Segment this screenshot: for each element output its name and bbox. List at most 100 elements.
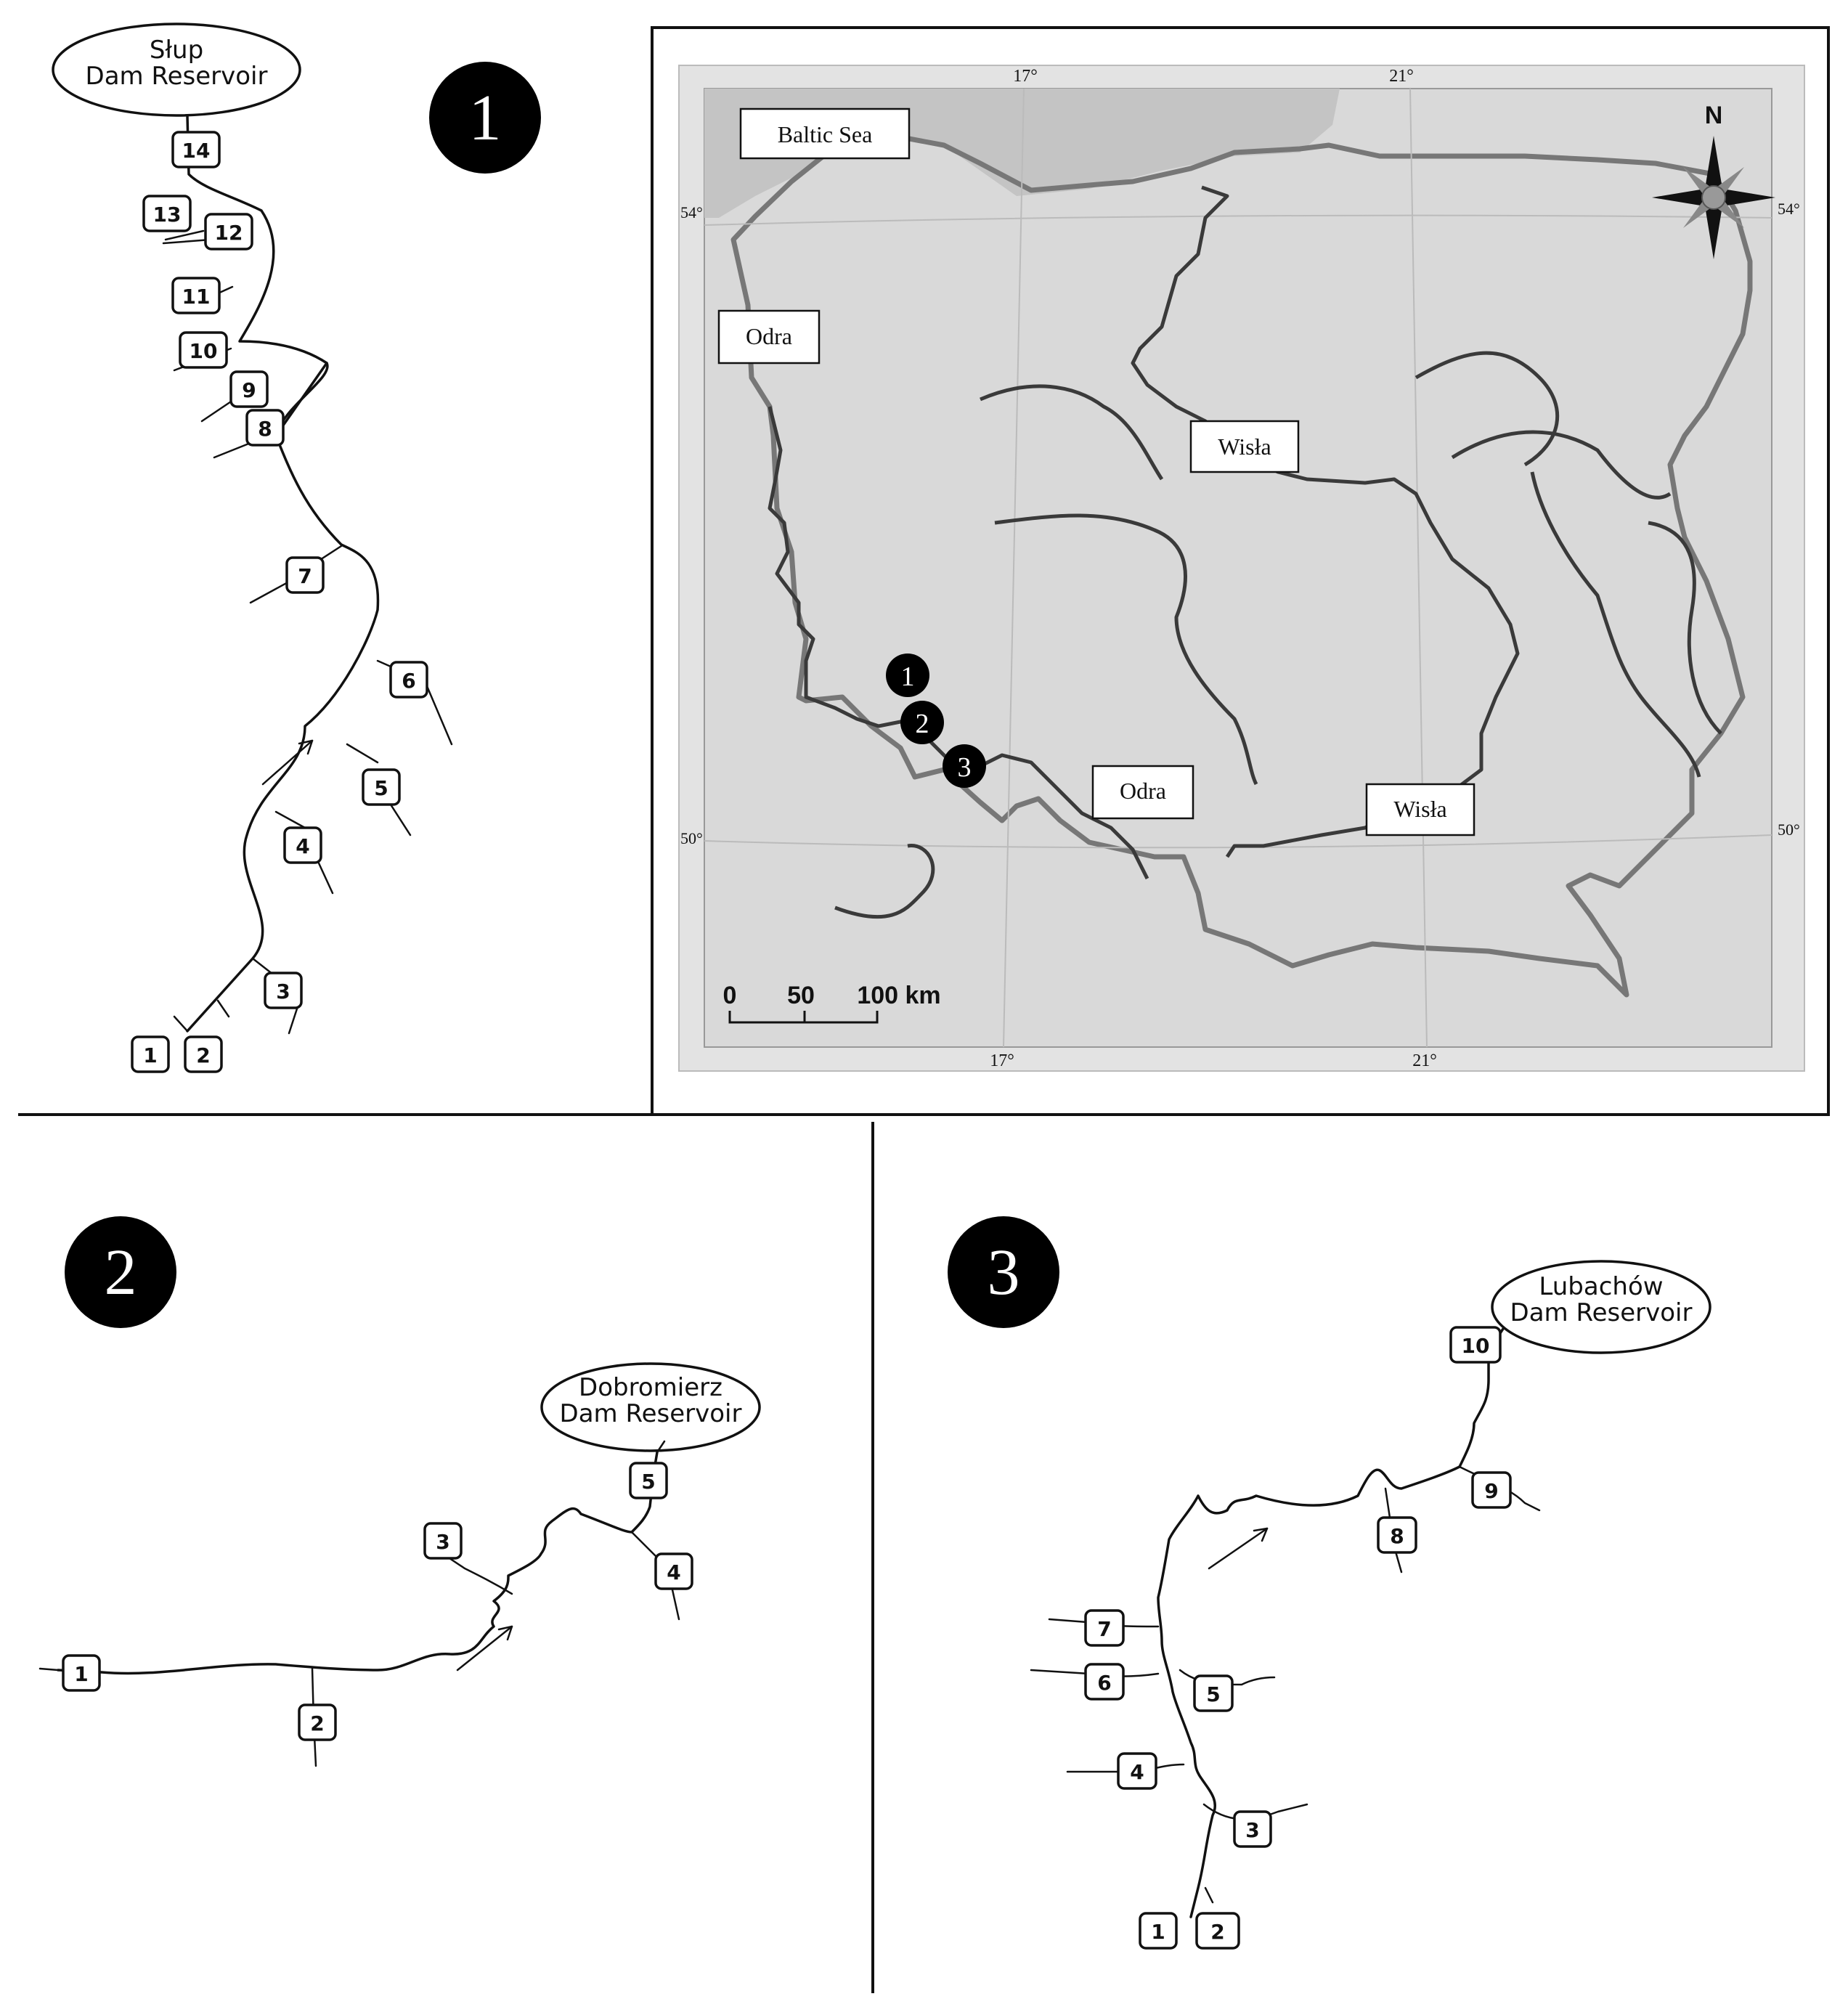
grat-bottom-17: 17°	[990, 1051, 1014, 1070]
poland-territory	[730, 131, 1753, 998]
map-marker-1: 1	[886, 654, 929, 697]
lubachow-site-2: 2	[1195, 1912, 1240, 1950]
dobromierz-site-2: 2	[298, 1703, 337, 1741]
label-odra-south: Odra	[1091, 765, 1194, 820]
label-baltic-sea: Baltic Sea	[739, 107, 911, 160]
slup-site-13: 13	[142, 195, 192, 232]
svg-text:Odra: Odra	[746, 323, 792, 349]
odra-river	[768, 406, 1149, 880]
svg-text:9: 9	[242, 378, 256, 402]
svg-text:Baltic Sea: Baltic Sea	[778, 121, 873, 147]
svg-text:3: 3	[1245, 1818, 1259, 1842]
dobromierz-reservoir-name: Dobromierz	[579, 1373, 722, 1402]
svg-text:5: 5	[374, 776, 388, 800]
svg-text:6: 6	[402, 669, 415, 693]
slup-site-10: 10	[179, 331, 228, 369]
svg-text:Odra: Odra	[1120, 778, 1166, 804]
grat-bottom-21: 21°	[1412, 1051, 1437, 1070]
svg-text:4: 4	[1130, 1760, 1144, 1784]
slup-site-5: 5	[362, 768, 401, 806]
map-marker-2: 2	[900, 701, 944, 744]
panel-1-slup-river: 1 Słup Dam Reservoir 1 2 3 4	[52, 23, 541, 1073]
scale-bar: 0 50 100 km	[723, 982, 941, 1024]
svg-text:2: 2	[196, 1043, 210, 1067]
lubachow-site-7: 7	[1084, 1609, 1125, 1647]
map-inner-frame	[704, 88, 1772, 1048]
dobromierz-site-4: 4	[654, 1552, 693, 1590]
slup-site-3: 3	[264, 972, 303, 1009]
svg-text:0: 0	[723, 982, 737, 1009]
compass-north-label: N	[1705, 102, 1723, 129]
panel-3-number: 3	[988, 1237, 1020, 1308]
lubachow-site-10: 10	[1449, 1326, 1502, 1364]
grat-right-54: 54°	[1778, 200, 1800, 218]
dobromierz-reservoir	[540, 1362, 761, 1452]
svg-text:9: 9	[1484, 1479, 1498, 1503]
panel-1-badge	[429, 62, 541, 174]
panel-2-dobromierz-river: 2 Dobromierz Dam Reservoir 1 2 3 4 5	[38, 1216, 761, 1767]
svg-text:10: 10	[190, 339, 218, 363]
svg-text:Wisła: Wisła	[1218, 433, 1271, 460]
slup-reservoir	[52, 23, 301, 117]
svg-text:7: 7	[298, 564, 312, 588]
svg-text:3: 3	[436, 1530, 449, 1554]
lubachow-reservoir-name: Lubachów	[1539, 1272, 1663, 1301]
lubachow-site-4: 4	[1117, 1752, 1157, 1790]
lubachow-site-3: 3	[1233, 1810, 1272, 1848]
svg-text:8: 8	[258, 417, 272, 441]
svg-text:1: 1	[74, 1662, 88, 1686]
grat-top-17: 17°	[1013, 67, 1038, 86]
svg-text:12: 12	[215, 221, 243, 245]
grat-left-54: 54°	[680, 203, 703, 221]
slup-reservoir-name: Słup	[150, 36, 203, 65]
slup-reservoir-type: Dam Reservoir	[86, 62, 268, 91]
lubachow-site-1: 1	[1139, 1912, 1178, 1950]
map-marker-3: 3	[943, 744, 986, 788]
lubachow-main-river	[1157, 1327, 1505, 1918]
grat-top-21: 21°	[1389, 67, 1414, 86]
lubachow-reservoir	[1491, 1260, 1711, 1354]
svg-text:6: 6	[1097, 1671, 1111, 1695]
lubachow-reservoir-type: Dam Reservoir	[1510, 1298, 1693, 1327]
panel-3-badge	[948, 1216, 1059, 1328]
compass-rose-icon	[1652, 136, 1775, 259]
svg-text:Wisła: Wisła	[1393, 796, 1446, 822]
panel-1-number: 1	[469, 82, 502, 154]
lubachow-site-9: 9	[1471, 1471, 1512, 1509]
svg-text:8: 8	[1390, 1524, 1404, 1548]
dobromierz-site-3: 3	[423, 1522, 463, 1560]
slup-site-7: 7	[285, 556, 325, 594]
svg-text:4: 4	[667, 1560, 680, 1584]
slup-site-2: 2	[184, 1035, 223, 1073]
svg-text:14: 14	[182, 139, 211, 163]
slup-site-6: 6	[389, 661, 428, 699]
svg-text:1: 1	[901, 661, 915, 692]
slup-main-river	[186, 115, 380, 1033]
svg-text:10: 10	[1462, 1334, 1490, 1358]
grat-left-50: 50°	[680, 829, 703, 847]
slup-site-4: 4	[283, 826, 322, 864]
svg-text:50: 50	[787, 982, 815, 1009]
lubachow-site-5: 5	[1193, 1674, 1234, 1712]
slup-site-8: 8	[245, 409, 285, 447]
svg-text:4: 4	[296, 834, 309, 858]
slup-site-12: 12	[204, 213, 253, 251]
svg-text:5: 5	[641, 1470, 655, 1494]
panel-2-number: 2	[105, 1237, 137, 1308]
slup-site-14: 14	[171, 131, 221, 168]
dobromierz-reservoir-type: Dam Reservoir	[560, 1399, 742, 1428]
poland-map: Baltic Sea Odra Wisła Odra Wisła 17° 21°…	[678, 65, 1805, 1072]
label-odra-north: Odra	[717, 309, 821, 365]
svg-text:11: 11	[182, 285, 211, 309]
lubachow-site-8: 8	[1377, 1516, 1417, 1554]
svg-text:1: 1	[143, 1043, 157, 1067]
svg-text:2: 2	[310, 1711, 324, 1735]
svg-text:7: 7	[1097, 1617, 1111, 1641]
dobromierz-main-river	[57, 1451, 659, 1675]
slup-site-11: 11	[171, 277, 221, 314]
panel-3-lubachow-river: 3 Lubachów Dam Reservoir 1 2 3 4 5 6 7 8…	[948, 1216, 1711, 1950]
label-wisla-south: Wisła	[1365, 783, 1475, 836]
slup-site-9: 9	[229, 370, 269, 408]
svg-text:13: 13	[153, 203, 182, 227]
svg-text:2: 2	[916, 709, 929, 739]
